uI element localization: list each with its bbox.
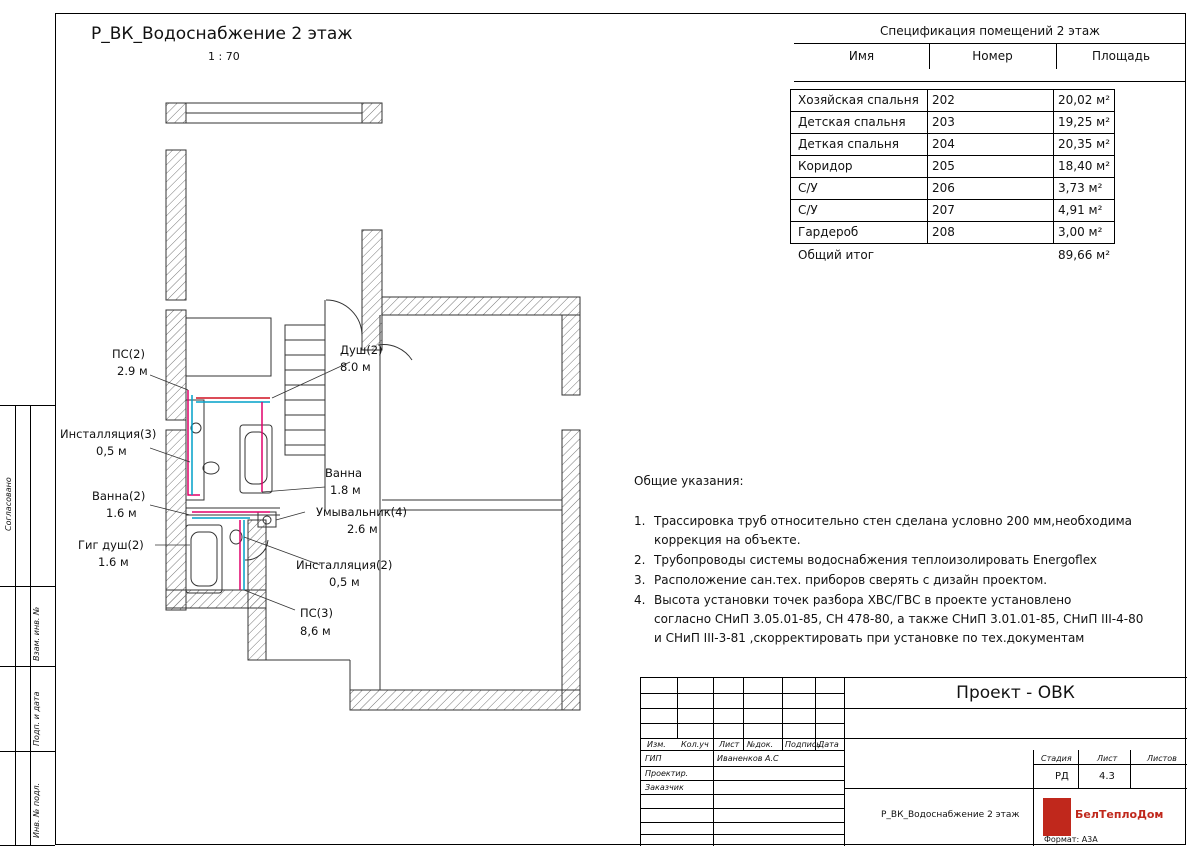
label-inst3: Инсталляция(3) bbox=[60, 427, 157, 441]
tb-izm: Изм. bbox=[647, 740, 666, 749]
tb-gip-name: Иваненков А.С bbox=[717, 754, 779, 763]
approval-stamp: Согласовано Взам. инв. № Подп. и дата Ин… bbox=[0, 405, 55, 846]
tb-list-h: Лист bbox=[1097, 754, 1118, 763]
label-inst2-length: 0,5 м bbox=[329, 575, 360, 589]
label-umyv-length: 2.6 м bbox=[347, 522, 378, 536]
tb-listov-h: Листов bbox=[1147, 754, 1177, 763]
stamp-podp: Подп. и дата bbox=[32, 691, 41, 747]
tb-sheet-name: Р_ВК_Водоснабжение 2 этаж bbox=[881, 810, 1020, 820]
tb-doc: №док. bbox=[747, 740, 774, 749]
note-4-cont2: и СНиП III-3-81 ,скорректировать при уст… bbox=[654, 631, 1085, 645]
drawing-frame bbox=[55, 13, 1186, 845]
label-gig-dush-length: 1.6 м bbox=[98, 555, 129, 569]
notes-title: Общие указания: bbox=[634, 474, 744, 488]
stamp-inv: Инв. № подл. bbox=[32, 782, 41, 838]
tb-sign: Подпись bbox=[785, 740, 821, 749]
sheet-scale: 1 : 70 bbox=[208, 50, 240, 63]
label-ps3: ПС(3) bbox=[300, 606, 333, 620]
tb-list-num: 4.3 bbox=[1099, 771, 1115, 782]
col-name: Имя bbox=[848, 49, 875, 63]
label-ps2-length: 2.9 м bbox=[117, 364, 148, 378]
tb-stadia-h: Стадия bbox=[1041, 754, 1072, 763]
label-vanna: Ванна bbox=[325, 466, 363, 480]
spec-header-row: Имя Номер Площадь bbox=[794, 43, 1186, 82]
note-4: 4.Высота установки точек разбора ХВС/ГВС… bbox=[634, 593, 1072, 607]
stamp-vzam: Взам. инв. № bbox=[32, 606, 41, 661]
label-ps2: ПС(2) bbox=[112, 347, 145, 361]
label-dush-length: 8.0 м bbox=[340, 360, 371, 374]
spec-title: Спецификация помещений 2 этаж bbox=[794, 14, 1186, 44]
company-name: БелТеплоДом bbox=[1075, 808, 1164, 821]
label-vanna2-length: 1.6 м bbox=[106, 506, 137, 520]
tb-proektir: Проектир. bbox=[645, 769, 689, 778]
note-1: 1.Трассировка труб относительно стен сде… bbox=[634, 514, 1132, 528]
tb-zakazchik: Заказчик bbox=[645, 783, 684, 792]
label-vanna2: Ванна(2) bbox=[92, 489, 146, 503]
project-name: Проект - ОВК bbox=[956, 683, 1075, 703]
tb-list: Лист bbox=[719, 740, 740, 749]
col-area: Площадь bbox=[1091, 49, 1151, 63]
format-label: Формат: А3А bbox=[1044, 835, 1098, 844]
label-inst3-length: 0,5 м bbox=[96, 444, 127, 458]
tb-date: Дата bbox=[818, 740, 839, 749]
label-dush: Душ(2) bbox=[340, 343, 383, 357]
tb-kol: Кол.уч bbox=[681, 740, 709, 749]
note-4-cont: согласно СНиП 3.05.01-85, СН 478-80, а т… bbox=[654, 612, 1144, 626]
label-gig-dush: Гиг душ(2) bbox=[78, 538, 144, 552]
note-2: 2.Трубопроводы системы водоснабжения теп… bbox=[634, 553, 1097, 567]
tb-gip: ГИП bbox=[645, 754, 662, 763]
label-inst2: Инсталляция(2) bbox=[296, 558, 393, 572]
company-logo-icon bbox=[1043, 798, 1071, 836]
note-3: 3.Расположение сан.тех. приборов сверять… bbox=[634, 573, 1048, 587]
label-vanna-length: 1.8 м bbox=[330, 483, 361, 497]
label-umyv: Умывальник(4) bbox=[316, 505, 407, 519]
tb-stadia: РД bbox=[1055, 771, 1069, 782]
sheet-title: Р_ВК_Водоснабжение 2 этаж bbox=[91, 24, 353, 44]
note-1-cont: коррекция на объекте. bbox=[654, 533, 801, 547]
stamp-soglasovano: Согласовано bbox=[4, 477, 13, 531]
label-ps3-length: 8,6 м bbox=[300, 624, 331, 638]
title-block: Проект - ОВК Изм. Кол.уч Лист №док. Подп… bbox=[640, 677, 1187, 846]
floor-plan bbox=[150, 102, 581, 711]
col-number: Номер bbox=[972, 49, 1013, 63]
